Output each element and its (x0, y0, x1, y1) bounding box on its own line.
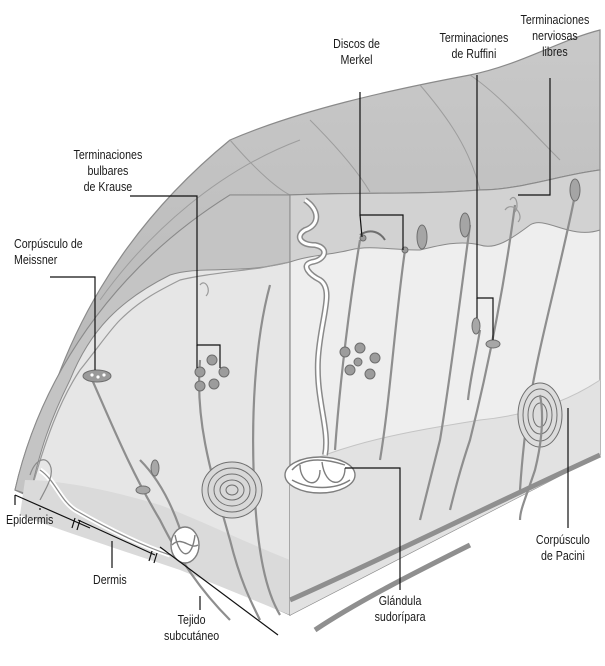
label-krause: Terminaciones bulbares de Krause (74, 147, 143, 195)
label-meissner: Corpúsculo de Meissner (14, 236, 83, 268)
label-meissner-line1: Corpúsculo de (14, 236, 83, 252)
label-pacini-line1: Corpúsculo (536, 532, 590, 548)
label-ruffini-line2: de Ruffini (440, 46, 509, 62)
label-free-line3: libres (521, 44, 590, 60)
label-merkel-line2: Merkel (333, 52, 380, 68)
label-ruffini: Terminaciones de Ruffini (440, 30, 509, 62)
pacini-corpuscle-left (202, 462, 262, 518)
label-epidermis-text: Epidermis (6, 512, 53, 528)
label-sweat-gland: Glándula sudorípara (375, 593, 426, 625)
label-dermis: Dermis (93, 572, 127, 588)
label-gland-line2: sudorípara (375, 609, 426, 625)
label-ruffini-line1: Terminaciones (440, 30, 509, 46)
label-subcutaneous: Tejido subcutáneo (164, 612, 219, 644)
label-merkel-discs: Discos de Merkel (333, 36, 380, 68)
label-meissner-line2: Meissner (14, 252, 83, 268)
label-gland-line1: Glándula (375, 593, 426, 609)
label-krause-line1: Terminaciones (74, 147, 143, 163)
label-free-nerve-endings: Terminaciones nerviosas libres (521, 12, 590, 60)
label-merkel-line1: Discos de (333, 36, 380, 52)
sudoriparous-gland (285, 457, 355, 493)
label-subcutaneous-line1: Tejido (164, 612, 219, 628)
label-pacini-line2: de Pacini (536, 548, 590, 564)
label-free-line2: nerviosas (521, 28, 590, 44)
label-pacini: Corpúsculo de Pacini (536, 532, 590, 564)
label-free-line1: Terminaciones (521, 12, 590, 28)
meissner-corpuscle (83, 370, 111, 382)
label-subcutaneous-line2: subcutáneo (164, 628, 219, 644)
label-krause-line2: bulbares (74, 163, 143, 179)
label-dermis-text: Dermis (93, 572, 127, 588)
label-krause-line3: de Krause (74, 179, 143, 195)
label-epidermis: Epidermis (6, 512, 53, 528)
